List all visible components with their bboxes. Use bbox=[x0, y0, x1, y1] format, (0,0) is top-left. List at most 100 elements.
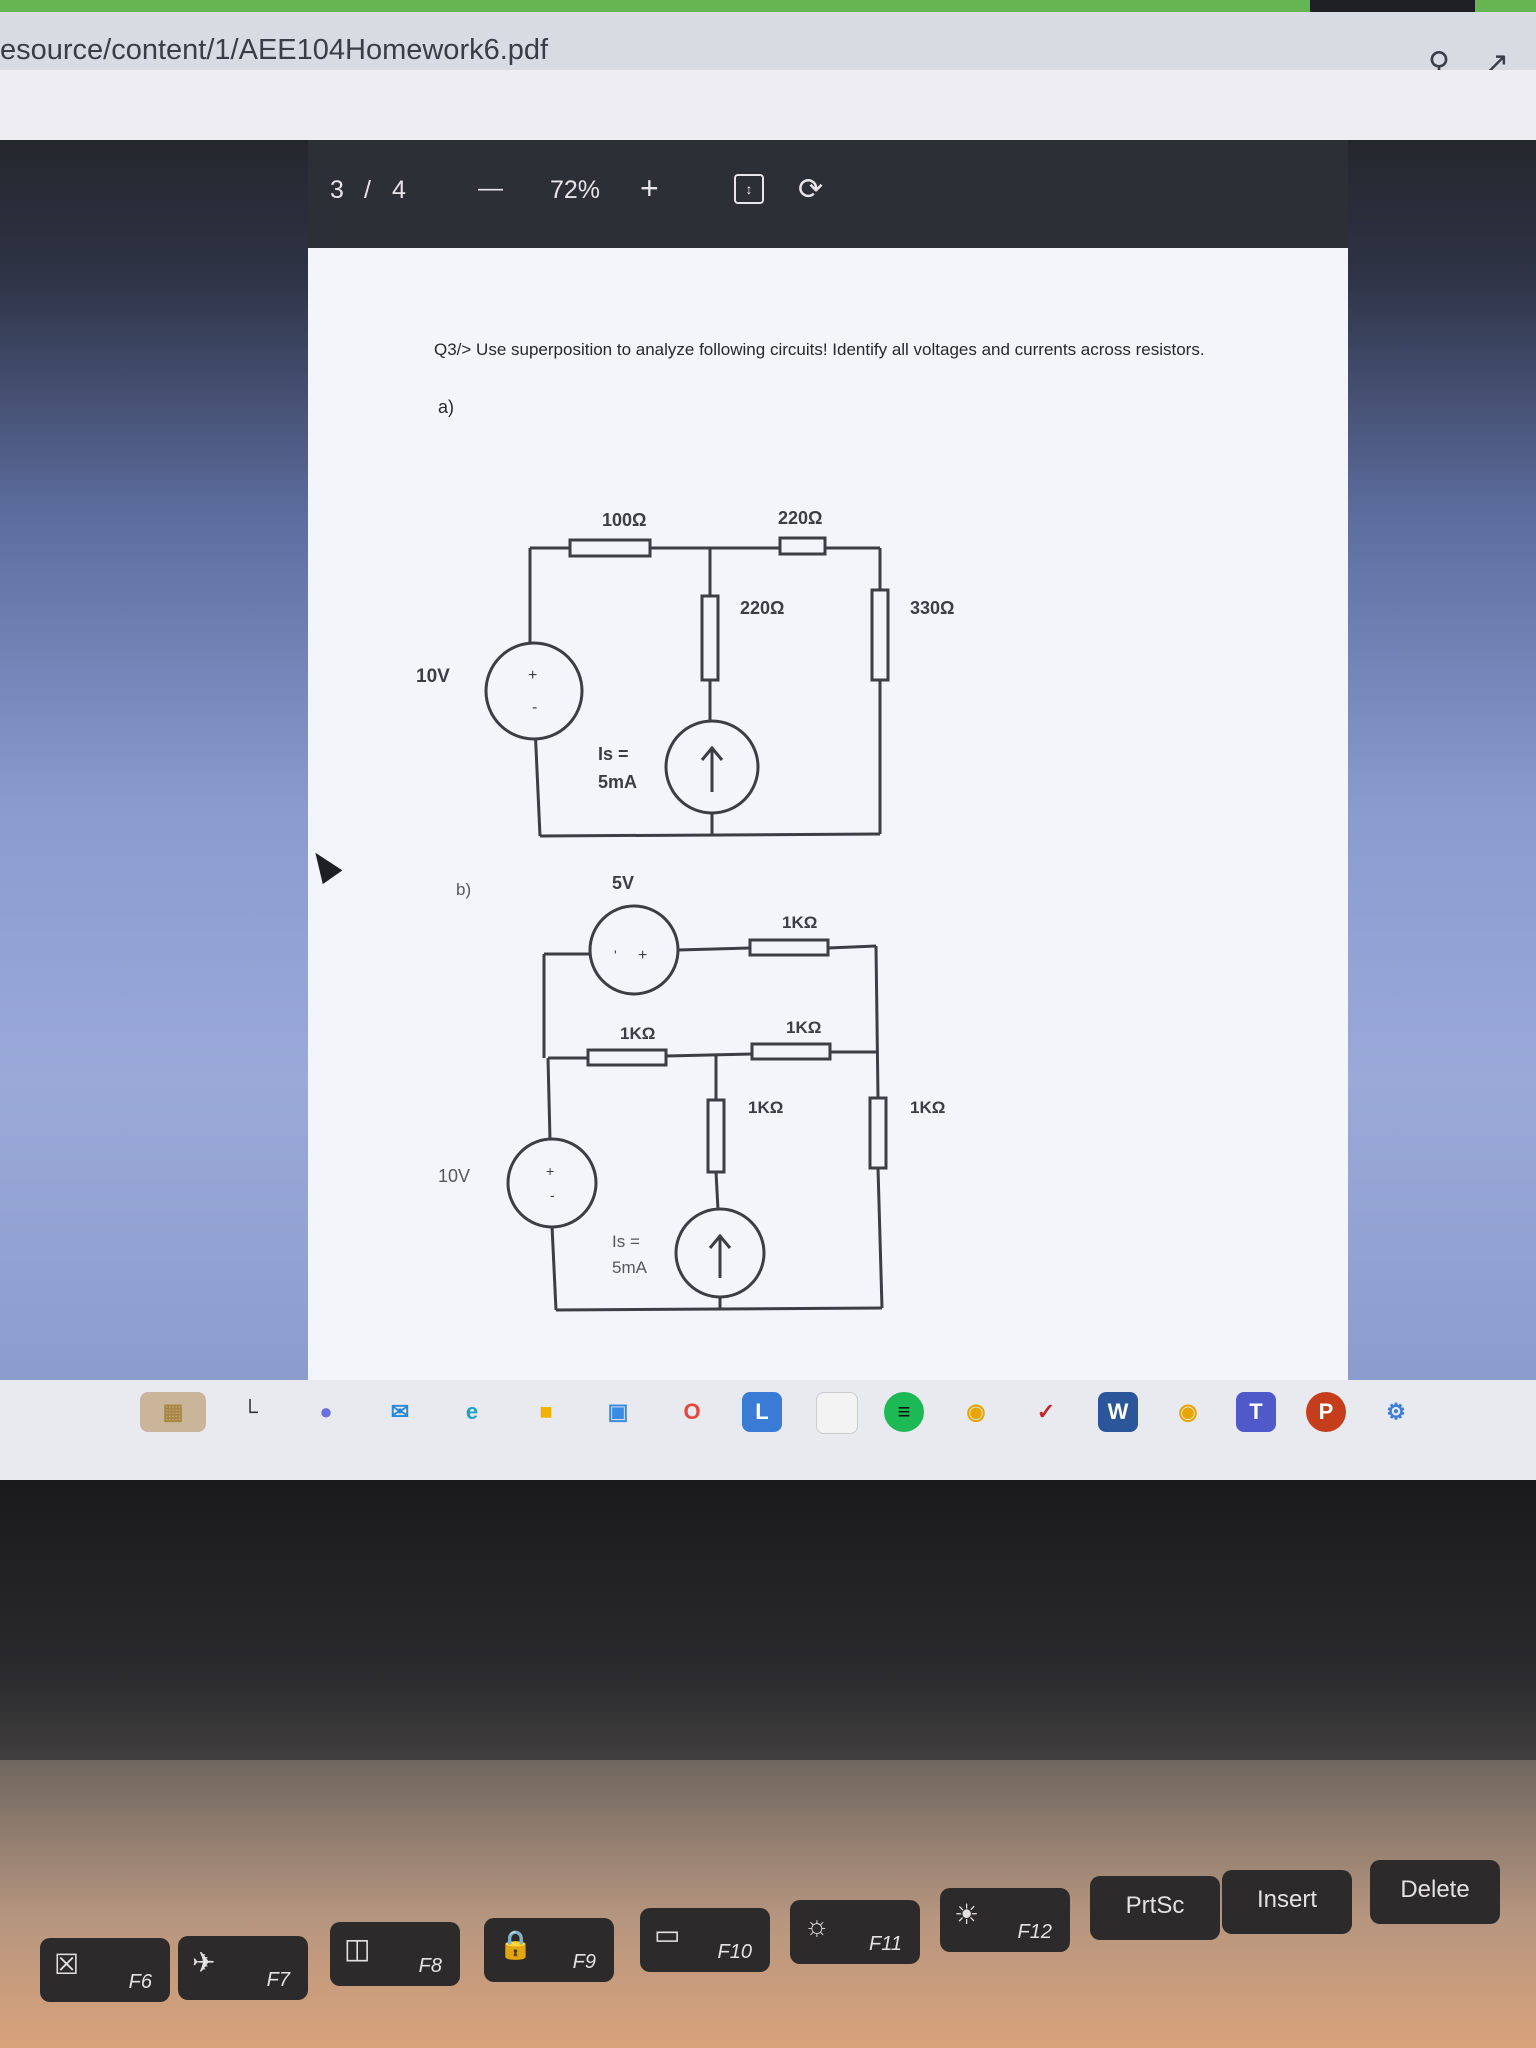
minus-sign: ' bbox=[614, 947, 617, 963]
display-switch-icon: ▭ bbox=[654, 1919, 681, 1950]
brightness-up-icon: ☀ bbox=[954, 1899, 980, 1930]
label-10v-a: 10V bbox=[416, 666, 450, 687]
notepad-icon[interactable] bbox=[816, 1392, 858, 1434]
page-current[interactable]: 3 bbox=[330, 176, 344, 204]
key-prtsc-label: PrtSc bbox=[1125, 1892, 1185, 1919]
resistor-220-top-symbol bbox=[778, 536, 827, 556]
plus-sign: + bbox=[546, 1163, 554, 1179]
voltage-source-5v-symbol bbox=[588, 904, 680, 996]
wire bbox=[874, 945, 880, 1099]
key-f7[interactable]: ✈ F7 bbox=[178, 1936, 308, 2000]
key-f11-label: F11 bbox=[869, 1933, 902, 1955]
label-is-a-1: Is = bbox=[598, 744, 629, 764]
current-arrow-head bbox=[700, 745, 724, 761]
circuit-a bbox=[484, 536, 890, 838]
start-icon[interactable]: └ bbox=[242, 1399, 258, 1424]
key-f9-label: F9 bbox=[572, 1951, 596, 1973]
key-f12-label: F12 bbox=[1017, 1921, 1052, 1943]
wire bbox=[665, 1052, 753, 1058]
office-icon[interactable]: O bbox=[683, 1399, 701, 1424]
no-display-icon: ☒ bbox=[54, 1949, 80, 1980]
keyboard: ☒ F6 ✈ F7 ◫ F8 🔒 F9 ▭ F10 ☼ F11 ☀ F12 Pr… bbox=[0, 1760, 1536, 2048]
page-total: 4 bbox=[392, 176, 406, 204]
spotify-icon[interactable]: ≡ bbox=[884, 1392, 924, 1432]
label-1k-mid-right: 1KΩ bbox=[786, 1018, 822, 1037]
settings-icon[interactable]: ⚙ bbox=[1386, 1399, 1406, 1424]
resistor-1k-top-symbol bbox=[748, 938, 830, 957]
key-f12[interactable]: ☀ F12 bbox=[940, 1888, 1070, 1952]
resistor-1k-right-symbol bbox=[868, 1096, 888, 1170]
word-icon[interactable]: W bbox=[1098, 1392, 1138, 1432]
label-220-mid: 220Ω bbox=[740, 598, 785, 618]
lock-icon: 🔒 bbox=[498, 1929, 533, 1960]
key-delete[interactable]: Delete bbox=[1370, 1860, 1500, 1924]
pdf-toolbar: 3 / 4 — 72% + ↕ ⟳ bbox=[308, 140, 1348, 248]
label-is-b-1: Is = bbox=[612, 1232, 640, 1251]
page-separator: / bbox=[364, 176, 371, 204]
wire bbox=[714, 1171, 720, 1211]
key-f7-label: F7 bbox=[266, 1969, 290, 1991]
widgets-icon[interactable]: ▦ bbox=[140, 1392, 206, 1432]
key-f11[interactable]: ☼ F11 bbox=[790, 1900, 920, 1964]
url-text[interactable]: esource/content/1/AEE104Homework6.pdf bbox=[0, 34, 549, 66]
key-f8[interactable]: ◫ F8 bbox=[330, 1922, 460, 1986]
key-f6[interactable]: ☒ F6 bbox=[40, 1938, 170, 2002]
minus-sign: - bbox=[550, 1187, 555, 1203]
edge-icon[interactable]: e bbox=[465, 1399, 479, 1424]
resistor-330-symbol bbox=[870, 588, 890, 682]
fit-page-icon[interactable]: ↕ bbox=[734, 174, 764, 204]
voltage-source-10v-b-symbol bbox=[506, 1137, 598, 1229]
wire bbox=[539, 832, 881, 838]
zoom-in-button[interactable]: + bbox=[640, 170, 659, 206]
chrome-icon[interactable]: ◉ bbox=[966, 1399, 986, 1424]
laptop-bezel bbox=[0, 1480, 1536, 1800]
mail-icon[interactable]: ✉ bbox=[390, 1399, 410, 1424]
pdf-page bbox=[308, 248, 1348, 1388]
key-prtsc[interactable]: PrtSc bbox=[1090, 1876, 1220, 1940]
label-1k-center: 1KΩ bbox=[748, 1098, 784, 1117]
label-10v-b: 10V bbox=[438, 1166, 471, 1186]
resistor-100-symbol bbox=[568, 538, 652, 558]
key-f9[interactable]: 🔒 F9 bbox=[484, 1918, 614, 1982]
browser-tab-strip bbox=[0, 0, 1310, 12]
teams-icon[interactable]: T bbox=[1236, 1392, 1276, 1432]
label-1k-mid-left: 1KΩ bbox=[620, 1024, 656, 1043]
l-app-icon[interactable]: L bbox=[742, 1392, 782, 1432]
file-explorer-icon[interactable]: ■ bbox=[539, 1399, 553, 1424]
key-insert-label: Insert bbox=[1256, 1886, 1318, 1913]
store-icon[interactable]: ▣ bbox=[607, 1399, 629, 1424]
mcafee-icon[interactable]: ✓ bbox=[1036, 1399, 1056, 1424]
airplane-icon: ✈ bbox=[192, 1947, 216, 1978]
key-insert[interactable]: Insert bbox=[1222, 1870, 1352, 1934]
label-100-ohm: 100Ω bbox=[602, 510, 647, 530]
zoom-out-button[interactable]: — bbox=[478, 174, 503, 202]
chrome-profile-icon[interactable]: ◉ bbox=[1178, 1399, 1198, 1424]
resistor-1k-center-symbol bbox=[706, 1098, 726, 1174]
part-b-label: b) bbox=[456, 880, 472, 899]
wire bbox=[555, 1306, 883, 1312]
chat-icon[interactable]: ● bbox=[319, 1399, 333, 1424]
label-is-a-2: 5mA bbox=[598, 772, 638, 792]
plus-sign: + bbox=[638, 947, 647, 964]
current-arrow-head bbox=[708, 1233, 732, 1249]
part-a-label: a) bbox=[438, 397, 455, 417]
wire bbox=[533, 725, 542, 837]
wire bbox=[546, 1057, 552, 1141]
key-delete-label: Delete bbox=[1400, 1876, 1470, 1903]
wire bbox=[677, 946, 751, 952]
label-1k-top: 1KΩ bbox=[782, 913, 818, 932]
plus-sign: + bbox=[528, 667, 537, 684]
address-bar[interactable]: esource/content/1/AEE104Homework6.pdf ⚲ … bbox=[0, 12, 1536, 80]
rotate-icon[interactable]: ⟳ bbox=[798, 173, 824, 206]
resistor-1k-mid-right-symbol bbox=[750, 1042, 832, 1061]
wire bbox=[827, 944, 877, 950]
label-is-b-2: 5mA bbox=[612, 1258, 647, 1277]
powerpoint-icon[interactable]: P bbox=[1306, 1392, 1346, 1432]
label-330-ohm: 330Ω bbox=[910, 598, 955, 618]
browser-toolbar-strip bbox=[0, 70, 1536, 140]
key-f8-label: F8 bbox=[418, 1955, 442, 1977]
zoom-level: 72% bbox=[550, 176, 601, 204]
wire bbox=[550, 1225, 558, 1311]
key-f10[interactable]: ▭ F10 bbox=[640, 1908, 770, 1972]
voltage-source-10v-symbol bbox=[484, 641, 584, 741]
